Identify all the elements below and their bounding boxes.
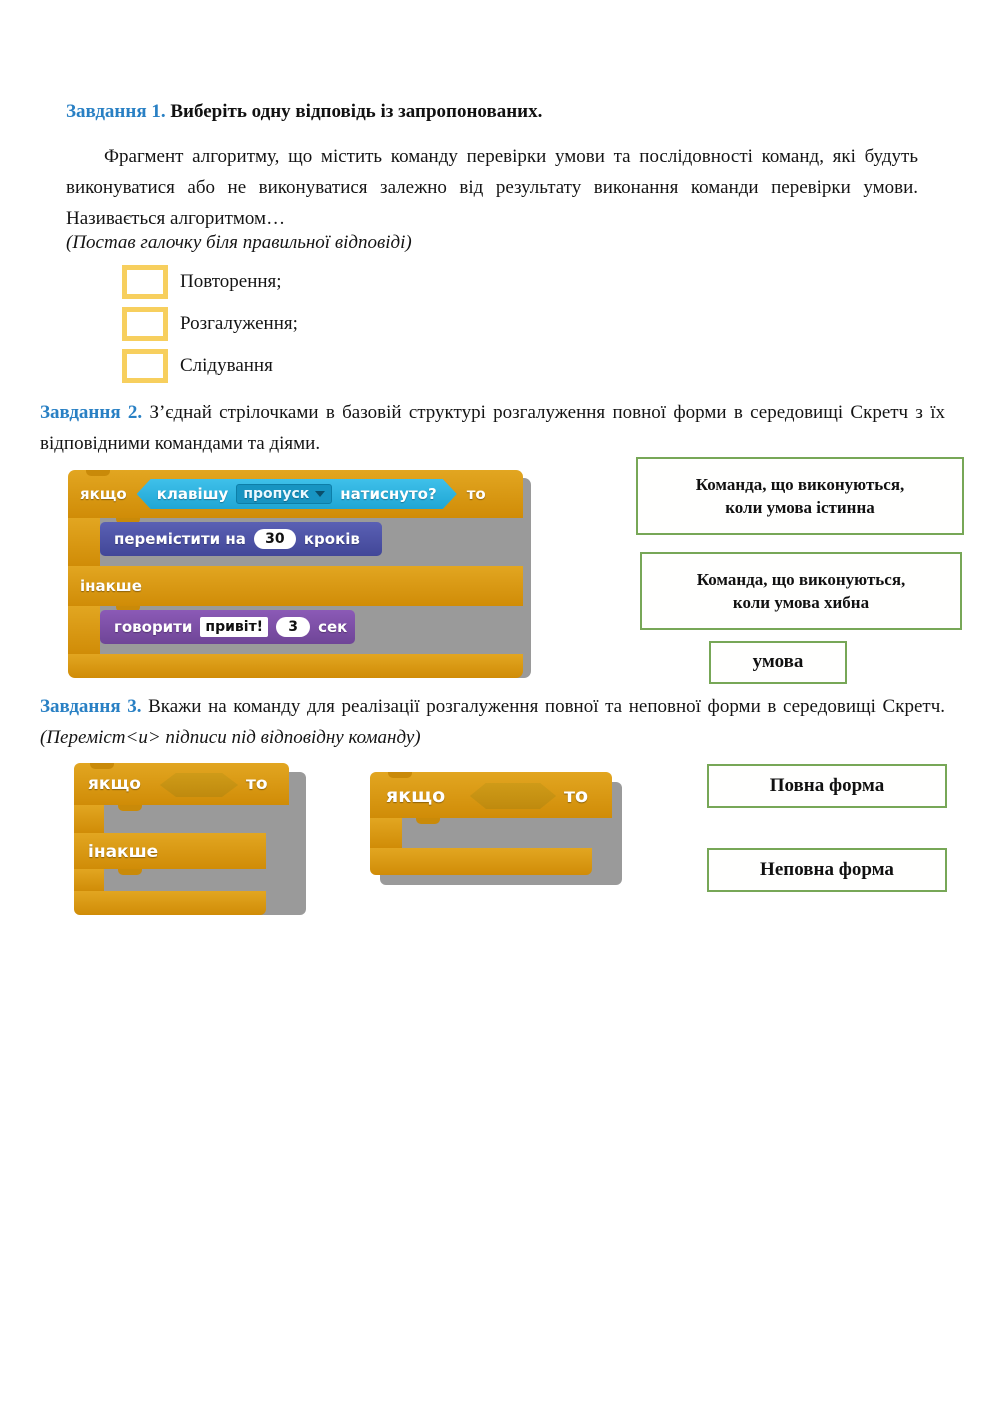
partial-form-then-keyword: то (564, 785, 589, 807)
sensing-prefix: клавішу (156, 485, 229, 503)
motion-move-steps-block[interactable]: перемістити на 30 кроків (100, 522, 382, 556)
full-form-top-notch-icon (90, 763, 114, 769)
option-row-2[interactable]: Розгалуження; (122, 307, 298, 341)
task3-text: Вкажи на команду для реалізації розгалуж… (148, 696, 946, 717)
mouth-notch-1-icon (116, 518, 140, 524)
full-form-if-keyword: якщо (88, 774, 141, 794)
if-block-footer-bar[interactable] (68, 654, 523, 678)
then-keyword: то (466, 485, 486, 503)
task3-heading: Завдання 3. Вкажи на команду для реаліза… (40, 692, 945, 754)
motion-prefix: перемістити на (114, 530, 246, 548)
checkbox-option-1[interactable] (122, 265, 168, 299)
partial-form-condition-slot[interactable] (470, 783, 556, 809)
looks-say-seconds-value[interactable]: 3 (276, 617, 311, 637)
answer-box-partial-form-text: Неповна форма (760, 858, 894, 880)
answer-box-true-branch-text: Команда, що виконуються, коли умова істи… (695, 474, 905, 517)
task1-paragraph: Фрагмент алгоритму, що містить команду п… (66, 142, 918, 234)
looks-suffix: сек (318, 618, 348, 636)
checkbox-option-3[interactable] (122, 349, 168, 383)
task1-label: Завдання 1. (66, 101, 166, 122)
scratch-if-empty-block[interactable]: якщо то (370, 772, 622, 885)
option-row-1[interactable]: Повторення; (122, 265, 282, 299)
scratch-if-else-empty-block[interactable]: якщо то інакше (74, 763, 306, 915)
answer-box-condition[interactable]: умова (709, 641, 847, 684)
sensing-suffix: натиснуто? (340, 485, 437, 503)
option-label-2: Розгалуження; (180, 313, 298, 334)
top-notch-icon (86, 470, 110, 476)
motion-suffix: кроків (303, 530, 360, 548)
full-form-condition-slot[interactable] (160, 773, 238, 797)
sensing-key-pressed-block[interactable]: клавішу пропуск натиснуто? (137, 479, 457, 509)
partial-form-mouth-notch-icon (416, 818, 440, 824)
full-form-footer-bar[interactable] (74, 891, 266, 915)
full-form-else-bar[interactable] (74, 833, 266, 869)
motion-steps-value[interactable]: 30 (253, 529, 296, 549)
answer-box-true-branch[interactable]: Команда, що виконуються, коли умова істи… (636, 457, 964, 535)
option-label-3: Слідування (180, 355, 273, 376)
option-row-3[interactable]: Слідування (122, 349, 273, 383)
answer-box-condition-text: умова (752, 651, 804, 673)
else-keyword: інакше (80, 577, 142, 595)
key-dropdown-value: пропуск (243, 486, 310, 502)
mouth-notch-2-icon (116, 606, 140, 612)
full-form-mouth-notch-1-icon (118, 805, 142, 811)
task1-instruction: (Постав галочку біля правильної відповід… (66, 232, 412, 253)
full-form-mouth-notch-2-icon (118, 869, 142, 875)
else-row-content: інакше (80, 566, 142, 606)
scratch-if-else-stack[interactable]: якщо клавішу пропуск натиснуто? то перем… (68, 470, 538, 680)
looks-prefix: говорити (114, 618, 193, 636)
partial-form-if-keyword: якщо (386, 785, 446, 807)
if-block-left-spine-2 (68, 606, 100, 654)
option-label-1: Повторення; (180, 271, 282, 292)
answer-box-false-branch-text: Команда, що виконуються, коли умова хибн… (696, 569, 906, 612)
if-row-content: якщо клавішу пропуск натиснуто? то (80, 470, 486, 518)
partial-form-footer-bar[interactable] (370, 848, 592, 875)
task3-text-italic: (Переміст<и> підписи під відповідну кома… (40, 726, 421, 748)
else-block-bar[interactable] (68, 566, 523, 606)
answer-box-partial-form[interactable]: Неповна форма (707, 848, 947, 892)
full-form-spine-1 (74, 805, 104, 833)
looks-say-text-value[interactable]: привіт! (200, 617, 269, 637)
full-form-else-keyword: інакше (88, 842, 159, 862)
key-dropdown[interactable]: пропуск (236, 484, 332, 504)
if-keyword: якщо (80, 485, 127, 503)
task1-paragraph-text: Фрагмент алгоритму, що містить команду п… (66, 146, 918, 229)
answer-box-full-form-text: Повна форма (769, 774, 885, 796)
if-block-left-spine-1 (68, 518, 100, 566)
answer-box-full-form[interactable]: Повна форма (707, 764, 947, 808)
answer-box-false-branch[interactable]: Команда, що виконуються, коли умова хибн… (640, 552, 962, 630)
checkbox-option-2[interactable] (122, 307, 168, 341)
task2-heading: Завдання 2. З’єднай стрілочками в базові… (40, 398, 945, 460)
task1-heading: Завдання 1. Виберіть одну відповідь із з… (66, 99, 542, 125)
looks-say-for-secs-block[interactable]: говорити привіт! 3 сек (100, 610, 355, 644)
chevron-down-icon (315, 491, 325, 497)
task2-label: Завдання 2. (40, 402, 143, 423)
task1-title: Виберіть одну відповідь із запропоновани… (170, 101, 543, 122)
full-form-spine-2 (74, 869, 104, 891)
task2-text: З’єднай стрілочками в базовій структурі … (40, 402, 945, 454)
partial-form-spine (370, 818, 402, 848)
partial-form-top-notch-icon (388, 772, 412, 778)
full-form-then-keyword: то (246, 774, 268, 794)
task3-label: Завдання 3. (40, 696, 142, 717)
